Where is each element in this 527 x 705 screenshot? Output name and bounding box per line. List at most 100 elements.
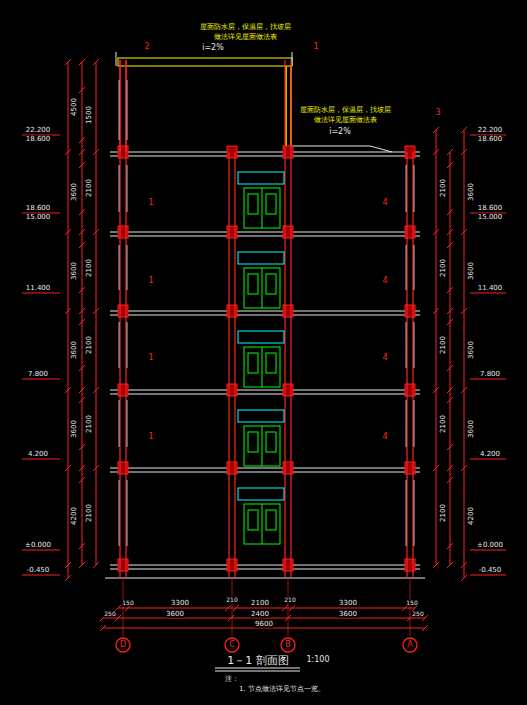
dimension-tick: [100, 625, 106, 631]
door: [262, 188, 263, 228]
drawing-label: ±0.000: [24, 542, 52, 549]
door-panel: [248, 353, 258, 373]
door-panel: [266, 510, 276, 530]
window: [406, 165, 407, 212]
wall: [119, 60, 120, 152]
window: [414, 480, 415, 546]
drawing-label: 250: [103, 611, 116, 617]
drawing-label: 1500: [86, 105, 93, 125]
door-panel: [266, 353, 276, 373]
drawing-label: 3300: [338, 600, 358, 607]
door: [244, 347, 280, 387]
dimension-line: [103, 618, 425, 619]
dimension-tick: [225, 605, 231, 611]
axis-line: [232, 580, 233, 636]
door: [262, 426, 263, 466]
drawing-label: C: [228, 641, 236, 649]
transom: [238, 488, 284, 500]
detail-circle: [280, 42, 300, 62]
dimension-tick: [65, 575, 71, 581]
dimension-tick: [447, 562, 453, 568]
drawing-label: 注：: [224, 676, 240, 683]
door-panel: [266, 194, 276, 214]
transom: [238, 410, 284, 422]
drawing-label: 11.400: [25, 285, 52, 292]
floor-slab: [110, 152, 420, 153]
dimension-tick: [79, 59, 85, 65]
drawing-label: 4500: [71, 97, 78, 117]
dimension-tick: [422, 625, 428, 631]
drawing-label: 2100: [86, 503, 93, 523]
detail-circle: [112, 436, 134, 458]
dimension-tick: [447, 465, 453, 471]
drawing-label: 3600: [468, 261, 475, 281]
dimension-tick: [79, 287, 85, 293]
drawing-label: 3: [434, 109, 441, 117]
dimension-tick: [447, 149, 453, 155]
window: [414, 400, 415, 447]
dimension-tick: [461, 575, 467, 581]
drawing-label: 1: [312, 43, 319, 51]
axis-line: [410, 580, 411, 636]
door: [262, 347, 263, 387]
parapet: [292, 52, 293, 66]
elevation-mark: [22, 459, 60, 460]
dimension-tick: [93, 387, 99, 393]
drawing-label: 4200: [71, 506, 78, 526]
drawing-label: 150: [405, 600, 418, 606]
drawing-label: 210: [225, 597, 238, 603]
drawing-label: 15.000: [477, 214, 504, 221]
dimension-tick: [447, 209, 453, 215]
dimension-tick: [79, 162, 85, 168]
window: [119, 80, 120, 140]
floor-slab: [110, 156, 420, 157]
window: [406, 400, 407, 447]
door-panel: [248, 274, 258, 294]
drawing-label: 4200: [468, 506, 475, 526]
dimension-tick: [447, 229, 453, 235]
dimension-tick: [79, 319, 85, 325]
floor-slab: [110, 472, 420, 473]
drawing-label: 3600: [468, 419, 475, 439]
dimension-tick: [433, 387, 439, 393]
dimension-tick: [447, 308, 453, 314]
floor-slab: [110, 311, 420, 312]
drawing-label: 22.200: [477, 127, 504, 134]
dimension-tick: [93, 465, 99, 471]
detail-circle: [112, 357, 134, 379]
dimension-tick: [447, 287, 453, 293]
floor-slab: [110, 569, 420, 570]
drawing-label: 屋面防水层，保温层，找坡层: [299, 107, 392, 114]
door: [244, 426, 280, 466]
drawing-label: 18.600: [25, 136, 52, 143]
dimension-tick: [447, 162, 453, 168]
roof-slab: [118, 58, 292, 66]
dimension-tick: [228, 615, 234, 621]
drawing-label: 22.200: [25, 127, 52, 134]
ground-line: [105, 578, 425, 579]
dimension-tick: [79, 387, 85, 393]
drawing-label: -0.450: [26, 567, 51, 574]
wall: [119, 60, 120, 578]
wall: [125, 60, 126, 578]
dimension-line: [96, 62, 97, 565]
dimension-line: [436, 130, 437, 565]
axis-bubble: [403, 638, 417, 652]
door: [262, 504, 263, 544]
dimension-tick: [433, 229, 439, 235]
drawing-label: 2400: [250, 611, 270, 618]
transom: [238, 172, 284, 184]
dimension-tick: [79, 365, 85, 371]
door-panel: [266, 432, 276, 452]
dimension-tick: [447, 477, 453, 483]
dimension-tick: [79, 397, 85, 403]
dimension-tick: [461, 127, 467, 133]
axis-bubble: [281, 638, 295, 652]
door: [244, 268, 280, 308]
axis-line: [288, 580, 289, 636]
drawing-label: 做法详见屋面做法表: [313, 117, 378, 124]
drawing-label: 3600: [468, 182, 475, 202]
wall: [284, 60, 285, 578]
dimension-tick: [79, 543, 85, 549]
transom: [238, 331, 284, 343]
